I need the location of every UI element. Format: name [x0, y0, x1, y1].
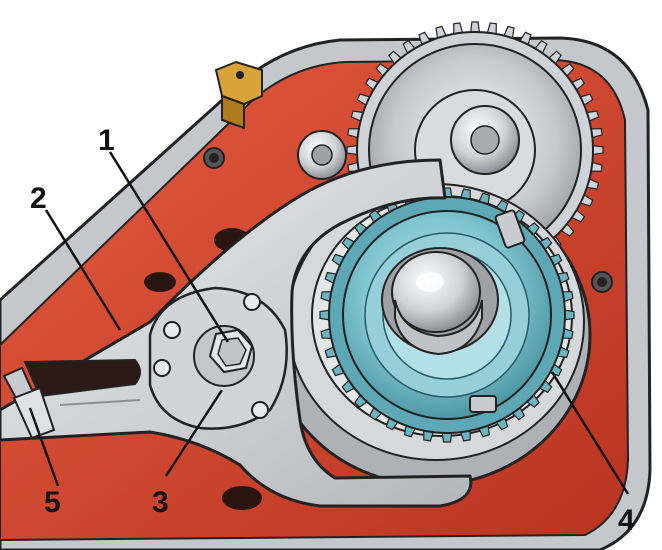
callout-5: 5	[44, 486, 61, 519]
callout-3: 3	[152, 486, 169, 519]
pulley-key	[469, 395, 497, 413]
callout-4: 4	[618, 504, 635, 537]
center-bolt	[208, 328, 254, 374]
housing-bolt-holes	[203, 147, 613, 293]
brass-bracket	[214, 60, 263, 130]
idler-roller	[297, 130, 347, 180]
callout-2: 2	[30, 182, 47, 215]
leader-lines	[28, 151, 630, 495]
callout-1: 1	[98, 124, 115, 157]
cavity-hole	[144, 272, 176, 292]
tool-pin	[2, 366, 56, 440]
pulley-key	[494, 209, 526, 249]
cavity-hole	[222, 486, 262, 510]
pulley-hub	[381, 247, 499, 356]
